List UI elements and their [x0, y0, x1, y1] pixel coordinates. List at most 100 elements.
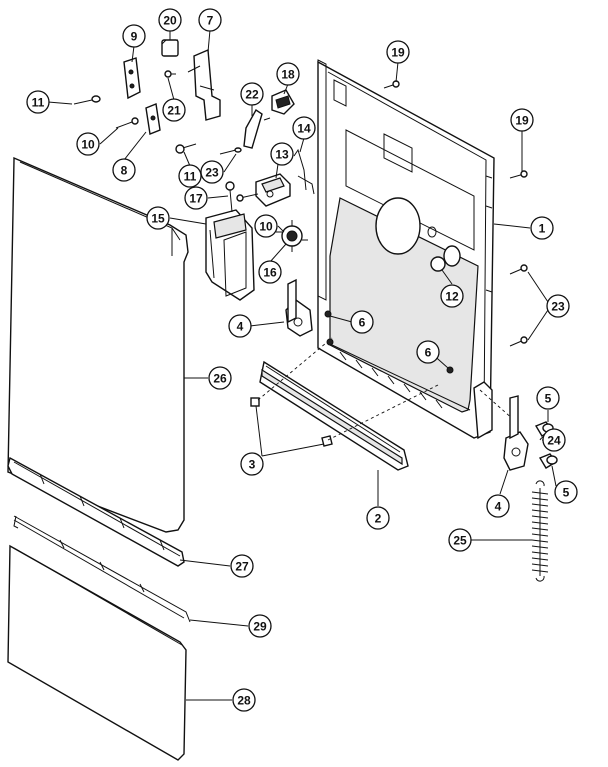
callout-c3: 3: [240, 452, 264, 476]
callout-number: 3: [249, 458, 256, 472]
callout-number: 12: [445, 290, 459, 304]
callout-number: 21: [167, 104, 181, 118]
callout-c11a: 11: [26, 90, 50, 114]
callout-c19a: 19: [386, 40, 410, 64]
callout-circle: [240, 452, 264, 476]
callout-c9: 9: [122, 24, 146, 48]
door-trim-strip: [7, 456, 185, 567]
actuator-and-lever: [243, 89, 295, 149]
callout-circle: [292, 116, 316, 140]
vent-bar: [259, 360, 409, 471]
callout-number: 10: [81, 138, 95, 152]
callout-c19b: 19: [510, 108, 534, 132]
callout-c28: 28: [232, 688, 256, 712]
callout-circle: [112, 158, 136, 182]
callout-circle: [76, 132, 100, 156]
callout-circle: [258, 260, 282, 284]
callout-number: 8: [121, 164, 128, 178]
callout-circle: [270, 142, 294, 166]
callout-c20: 20: [158, 8, 182, 32]
callout-c22: 22: [240, 82, 264, 106]
callout-circle: [546, 294, 570, 318]
callout-circle: [26, 90, 50, 114]
callout-circle: [440, 284, 464, 308]
callout-c8: 8: [112, 158, 136, 182]
callout-c2: 2: [366, 506, 390, 530]
callout-number: 26: [213, 372, 227, 386]
callout-circle: [240, 82, 264, 106]
callout-c23a: 23: [200, 160, 224, 184]
callout-circle: [122, 24, 146, 48]
callout-c10b: 10: [254, 214, 278, 238]
clips: [250, 397, 333, 447]
callout-number: 20: [163, 14, 177, 28]
callout-number: 15: [151, 212, 165, 226]
callout-circle: [230, 554, 254, 578]
callout-circle: [228, 314, 252, 338]
callout-number: 22: [245, 88, 259, 102]
toe-panel-strip: [13, 515, 191, 623]
callout-number: 13: [275, 148, 289, 162]
callout-circle: [178, 164, 202, 188]
callout-number: 2: [375, 512, 382, 526]
callout-c17: 17: [184, 186, 208, 210]
callout-number: 24: [547, 434, 561, 448]
callout-number: 19: [515, 114, 529, 128]
callout-c10a: 10: [76, 132, 100, 156]
callout-number: 7: [207, 14, 214, 28]
callout-number: 5: [545, 392, 552, 406]
callout-circle: [536, 386, 560, 410]
callout-c29: 29: [248, 614, 272, 638]
callout-number: 4: [495, 500, 502, 514]
callout-c12: 12: [440, 284, 464, 308]
callout-circle: [366, 506, 390, 530]
right-hinge: [503, 395, 529, 471]
callout-number: 25: [453, 534, 467, 548]
callout-number: 16: [263, 266, 277, 280]
callout-circle: [158, 8, 182, 32]
callout-number: 9: [131, 30, 138, 44]
callout-circle: [208, 366, 232, 390]
callout-c24: 24: [542, 428, 566, 452]
gear-knob: [276, 220, 308, 252]
callout-c7: 7: [198, 8, 222, 32]
callout-circle: [198, 8, 222, 32]
callout-c4b: 4: [486, 494, 510, 518]
callout-number: 23: [205, 166, 219, 180]
callout-c25: 25: [448, 528, 472, 552]
inner-door-liner: [317, 59, 495, 440]
callout-number: 27: [235, 560, 249, 574]
callout-circle: [416, 340, 440, 364]
assembly-lines: [257, 337, 515, 441]
callout-number: 6: [359, 316, 366, 330]
callout-circle: [248, 614, 272, 638]
callout-circle: [276, 62, 300, 86]
callout-circle: [200, 160, 224, 184]
left-hinge: [285, 278, 313, 337]
callout-circle: [184, 186, 208, 210]
callout-number: 28: [237, 694, 251, 708]
callout-c6a: 6: [350, 310, 374, 334]
callout-circle: [146, 206, 170, 230]
callout-circle: [542, 428, 566, 452]
callout-c5b: 5: [554, 480, 578, 504]
callout-circle: [254, 214, 278, 238]
callout-circle: [448, 528, 472, 552]
callout-circle: [386, 40, 410, 64]
callout-number: 19: [391, 46, 405, 60]
callout-number: 14: [297, 122, 311, 136]
callout-circle: [232, 688, 256, 712]
callout-c21: 21: [162, 98, 186, 122]
callout-number: 18: [281, 68, 295, 82]
callout-number: 10: [259, 220, 273, 234]
callout-number: 29: [253, 620, 267, 634]
callout-number: 5: [563, 486, 570, 500]
callout-c14: 14: [292, 116, 316, 140]
callout-number: 1: [539, 222, 546, 236]
latch-assembly: [255, 148, 315, 207]
callout-circle: [162, 98, 186, 122]
callout-c18: 18: [276, 62, 300, 86]
callout-circle: [554, 480, 578, 504]
